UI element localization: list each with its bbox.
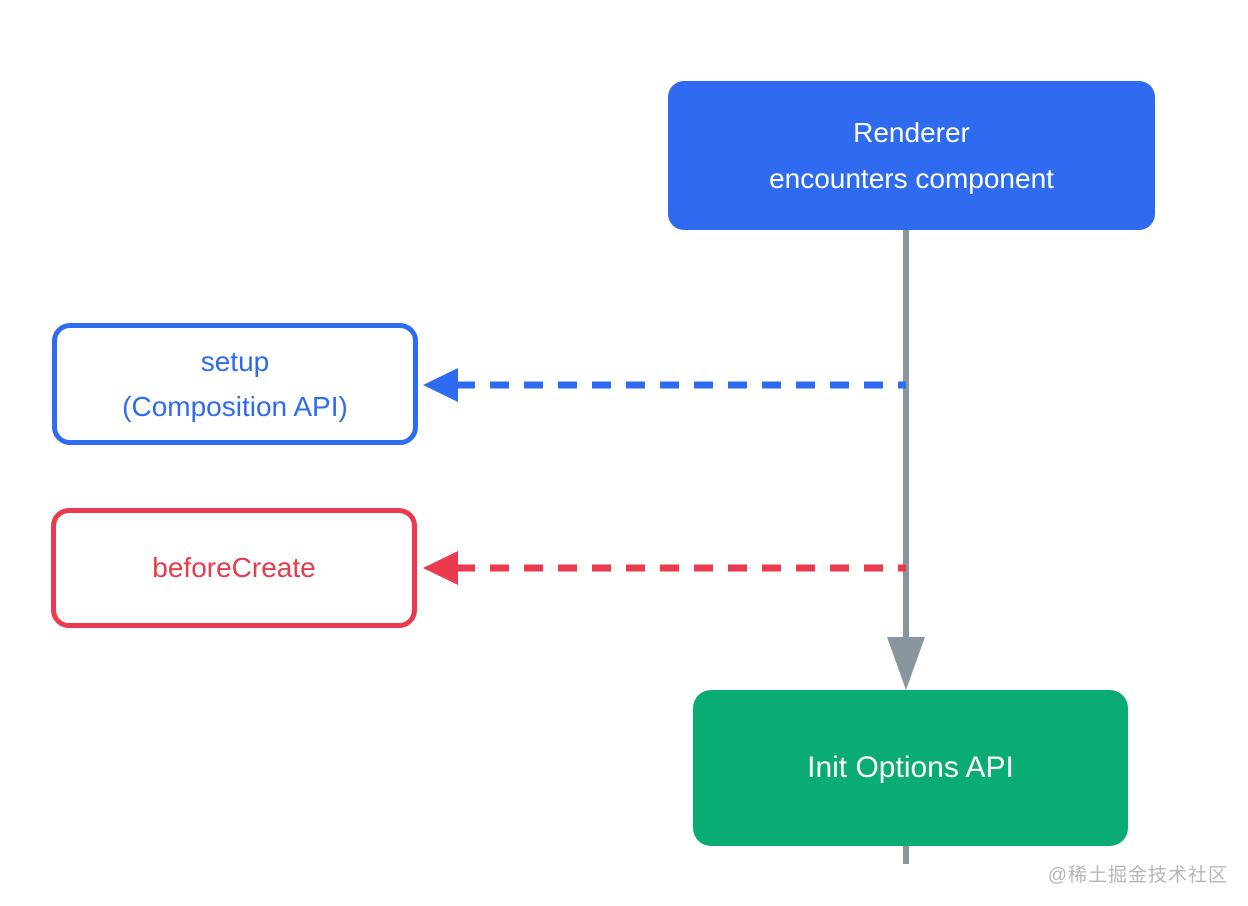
main-flow-arrowhead-icon <box>887 637 925 690</box>
node-init-options-api: Init Options API <box>693 690 1128 846</box>
node-before-create: beforeCreate <box>51 508 417 628</box>
node-renderer-encounters-component: Renderer encounters component <box>668 81 1155 230</box>
node-setup-composition-api: setup (Composition API) <box>52 323 418 445</box>
setup-branch-arrowhead-icon <box>423 368 458 402</box>
before-create-branch-arrowhead-icon <box>423 551 458 585</box>
watermark-text: @稀土掘金技术社区 <box>1047 865 1228 886</box>
